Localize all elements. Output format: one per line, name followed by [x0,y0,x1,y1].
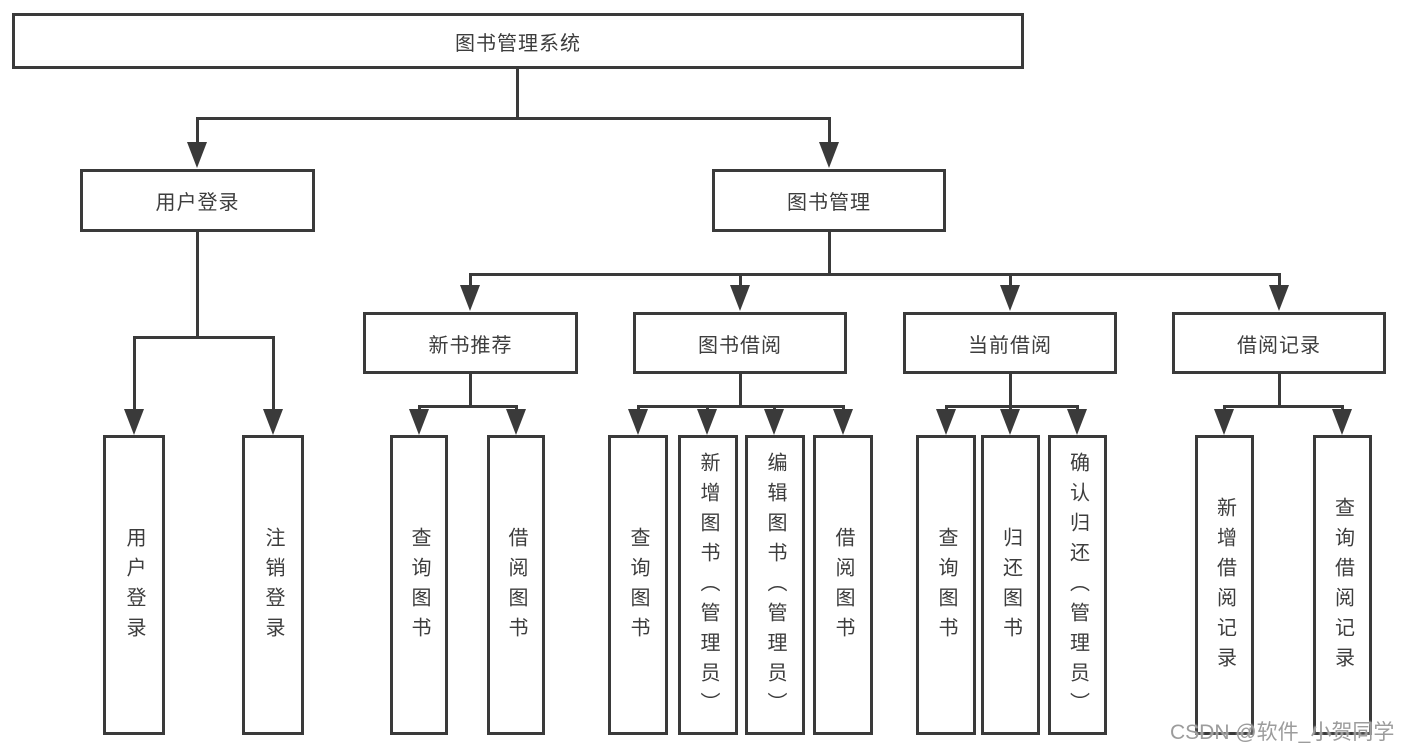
connector-arrowhead [1269,285,1289,311]
connector-line [637,405,845,408]
connector-arrowhead [187,142,207,168]
connector-line [637,405,640,410]
connector-line [469,374,472,408]
connector-line [1278,273,1281,286]
node-book-management: 图书管理 [712,169,946,232]
connector-line [1009,273,1012,286]
leaf-borrow-books-2: 借阅图书 [813,435,873,735]
connector-arrowhead [697,409,717,435]
connector-line [842,405,845,410]
connector-line [1223,405,1226,410]
connector-line [828,117,831,143]
connector-arrowhead [819,142,839,168]
connector-line [828,232,831,276]
leaf-borrow-books-1: 借阅图书 [487,435,545,735]
connector-line [133,336,136,410]
connector-line [1278,374,1281,408]
leaf-add-book-admin: 新增图书（管理员） [678,435,738,735]
leaf-query-books-2: 查询图书 [608,435,668,735]
watermark: CSDN @软件_小贺同学 [1170,721,1395,744]
connector-line [1009,405,1012,410]
connector-arrowhead [730,285,750,311]
connector-line [1076,405,1079,410]
connector-line [1341,405,1344,410]
connector-line [516,69,519,120]
connector-arrowhead [628,409,648,435]
node-book-borrowing: 图书借阅 [633,312,847,374]
connector-line [515,405,518,410]
node-user-login: 用户登录 [80,169,315,232]
connector-arrowhead [409,409,429,435]
leaf-query-books-3: 查询图书 [916,435,976,735]
connector-line [469,273,472,286]
connector-line [196,232,199,339]
connector-line [773,405,776,410]
connector-arrowhead [263,409,283,435]
connector-arrowhead [936,409,956,435]
node-library-system: 图书管理系统 [12,13,1024,69]
node-borrowing-records: 借阅记录 [1172,312,1386,374]
connector-arrowhead [124,409,144,435]
connector-arrowhead [460,285,480,311]
node-new-book-recommend: 新书推荐 [363,312,578,374]
connector-line [272,336,275,410]
connector-arrowhead [1000,409,1020,435]
connector-arrowhead [1000,285,1020,311]
connector-arrowhead [764,409,784,435]
connector-line [739,374,742,408]
leaf-query-books-1: 查询图书 [390,435,448,735]
connector-arrowhead [1332,409,1352,435]
leaf-user-login: 用户登录 [103,435,165,735]
connector-line [418,405,518,408]
leaf-edit-book-admin: 编辑图书（管理员） [745,435,805,735]
connector-line [739,273,742,286]
connector-arrowhead [833,409,853,435]
connector-line [418,405,421,410]
connector-line [706,405,709,410]
node-current-borrowing: 当前借阅 [903,312,1117,374]
connector-line [133,336,275,339]
connector-line [945,405,948,410]
connector-line [196,117,831,120]
connector-line [196,117,199,143]
connector-arrowhead [506,409,526,435]
leaf-return-book: 归还图书 [981,435,1040,735]
connector-line [945,405,1079,408]
connector-line [1009,374,1012,408]
connector-arrowhead [1067,409,1087,435]
leaf-logout: 注销登录 [242,435,304,735]
connector-line [469,273,1281,276]
connector-line [1223,405,1344,408]
leaf-confirm-return-admin: 确认归还（管理员） [1048,435,1107,735]
leaf-query-borrow-record: 查询借阅记录 [1313,435,1372,735]
connector-arrowhead [1214,409,1234,435]
leaf-add-borrow-record: 新增借阅记录 [1195,435,1254,735]
